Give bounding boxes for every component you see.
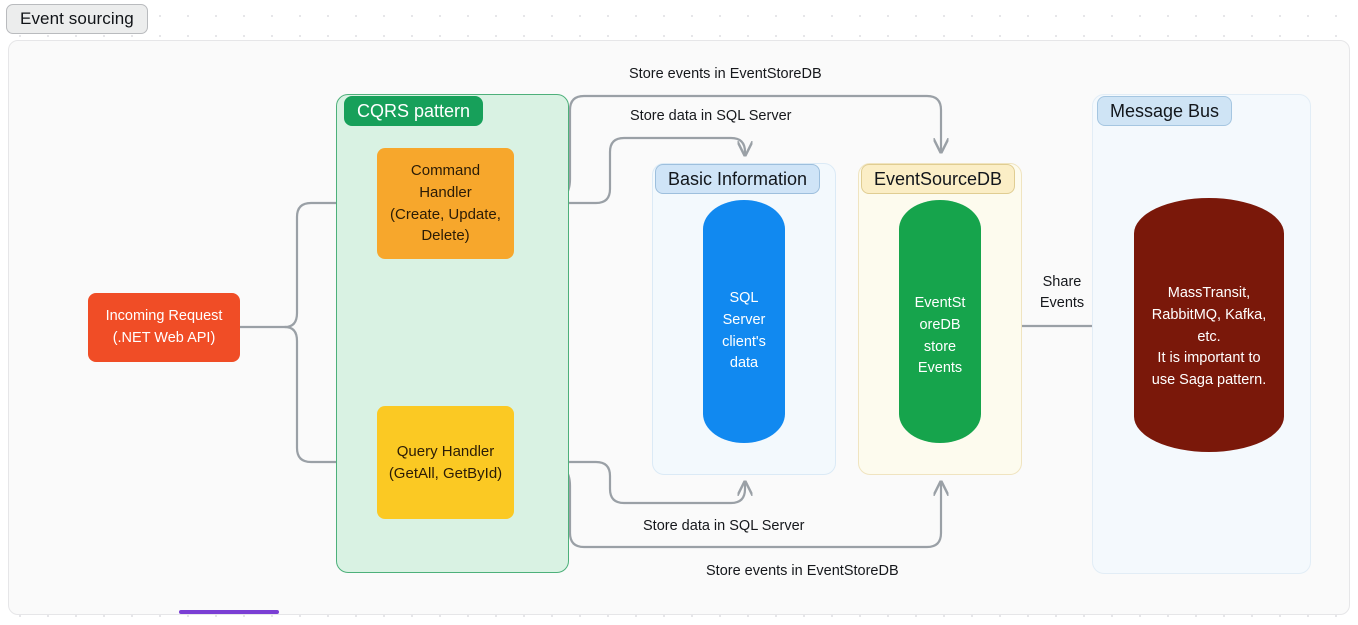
node-text-line: (Create, Update, bbox=[390, 205, 501, 223]
edge-label-line: Share bbox=[1042, 274, 1082, 290]
node-text-line: EventSt bbox=[914, 295, 966, 311]
diagram-title-label: Event sourcing bbox=[20, 9, 134, 28]
cylinder-body bbox=[899, 200, 981, 443]
node-text-line: (GetAll, GetById) bbox=[388, 464, 503, 482]
node-text-line: client's bbox=[722, 333, 766, 350]
node-text-line: Delete) bbox=[421, 227, 470, 245]
node-text-line: data bbox=[729, 355, 759, 372]
node-text-line: Handler bbox=[419, 183, 472, 201]
group-label-message-bus[interactable]: Message Bus bbox=[1097, 96, 1233, 126]
accent-bar bbox=[179, 610, 279, 614]
node-text-line: SQL bbox=[729, 290, 759, 306]
cylinder-event-store-db[interactable]: EventSt oreDB store Events bbox=[899, 200, 981, 443]
node-incoming-request[interactable]: Incoming Request (.NET Web API) bbox=[88, 293, 240, 362]
node-text-line: (.NET Web API) bbox=[112, 329, 216, 346]
node-text-line: Server bbox=[722, 311, 766, 328]
cylinder-sql-server[interactable]: SQL Server client's data bbox=[703, 200, 785, 443]
edge-label-query-to-basic: Store data in SQL Server bbox=[643, 518, 805, 534]
group-label-cqrs-pattern[interactable]: CQRS pattern bbox=[344, 96, 484, 126]
edge-label-line: Events bbox=[1039, 295, 1085, 312]
node-text-line: Incoming Request bbox=[105, 308, 223, 325]
group-label-text: Message Bus bbox=[1110, 100, 1220, 121]
group-label-event-source-db[interactable]: EventSourceDB bbox=[861, 164, 1016, 194]
cylinder-sql-server-text: SQL Server client's data bbox=[703, 288, 785, 375]
group-label-basic-information[interactable]: Basic Information bbox=[655, 164, 821, 194]
diagram-title-tab[interactable]: Event sourcing bbox=[6, 4, 148, 34]
edge-label-query-to-eventsource: Store events in EventStoreDB bbox=[706, 563, 899, 579]
node-incoming-request-text: Incoming Request (.NET Web API) bbox=[106, 306, 223, 348]
node-command-handler[interactable]: Command Handler (Create, Update, Delete) bbox=[377, 148, 514, 259]
node-text-line: Query Handler bbox=[396, 442, 495, 460]
group-label-text: CQRS pattern bbox=[357, 100, 471, 121]
node-query-handler-text: Query Handler (GetAll, GetById) bbox=[389, 441, 502, 485]
cylinder-body bbox=[1134, 198, 1284, 452]
node-query-handler[interactable]: Query Handler (GetAll, GetById) bbox=[377, 406, 514, 519]
cylinder-message-broker[interactable]: MassTransit, RabbitMQ, Kafka, etc. It is… bbox=[1134, 198, 1284, 452]
node-command-handler-text: Command Handler (Create, Update, Delete) bbox=[390, 160, 501, 247]
node-text-line: etc. bbox=[1197, 328, 1221, 345]
edge-label-share-events: Share Events bbox=[1032, 272, 1092, 314]
edge-label-command-to-basic: Store data in SQL Server bbox=[630, 108, 792, 124]
node-text-line: store bbox=[923, 338, 957, 355]
node-text-line: Command bbox=[410, 162, 481, 179]
node-text-line: MassTransit, bbox=[1167, 285, 1251, 301]
node-text-line: RabbitMQ, Kafka, bbox=[1151, 306, 1267, 323]
edge-label-command-to-eventsource: Store events in EventStoreDB bbox=[629, 66, 822, 82]
node-text-line: Events bbox=[917, 360, 963, 377]
node-text-line: It is important to bbox=[1157, 350, 1261, 367]
group-label-text: Basic Information bbox=[668, 168, 808, 189]
node-text-line: use Saga pattern. bbox=[1151, 372, 1267, 388]
cylinder-body bbox=[703, 200, 785, 443]
group-label-text: EventSourceDB bbox=[874, 168, 1003, 189]
cylinder-message-broker-text: MassTransit, RabbitMQ, Kafka, etc. It is… bbox=[1134, 283, 1284, 392]
cylinder-event-store-db-text: EventSt oreDB store Events bbox=[899, 293, 981, 380]
node-text-line: oreDB bbox=[919, 316, 961, 333]
